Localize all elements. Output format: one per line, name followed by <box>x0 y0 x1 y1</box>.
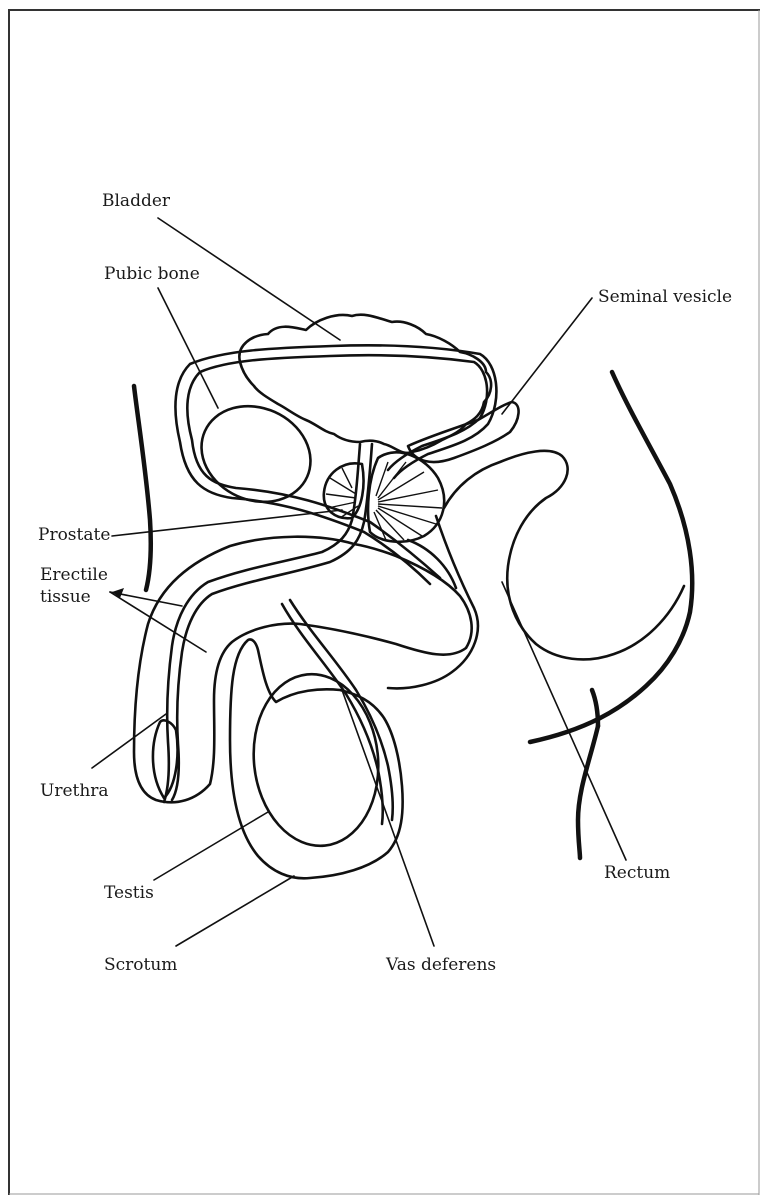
seminal-vesicle <box>408 402 519 462</box>
label-seminal-vesicle: Seminal vesicle <box>598 287 732 307</box>
urethra-lower <box>164 444 360 802</box>
back-body-wall <box>530 372 692 742</box>
label-tissue: tissue <box>40 587 91 607</box>
label-vas-deferens: Vas deferens <box>385 955 496 975</box>
bladder-shape <box>239 315 491 453</box>
rectum-outline <box>444 451 684 660</box>
prostate-gland <box>324 452 444 541</box>
glans <box>153 720 178 798</box>
label-scrotum: Scrotum <box>104 955 177 975</box>
label-erectile: Erectile <box>40 565 108 585</box>
label-pubic-bone: Pubic bone <box>104 264 200 284</box>
front-abdominal-wall <box>134 386 151 590</box>
testis <box>245 668 386 852</box>
page-border <box>8 10 760 1195</box>
urethra-upper <box>172 444 372 800</box>
label-bladder: Bladder <box>102 191 171 211</box>
label-rectum: Rectum <box>604 863 670 883</box>
label-testis: Testis <box>104 883 154 903</box>
label-urethra: Urethra <box>40 781 109 801</box>
label-prostate: Prostate <box>38 525 110 545</box>
erectile-arrowheads <box>112 588 124 598</box>
